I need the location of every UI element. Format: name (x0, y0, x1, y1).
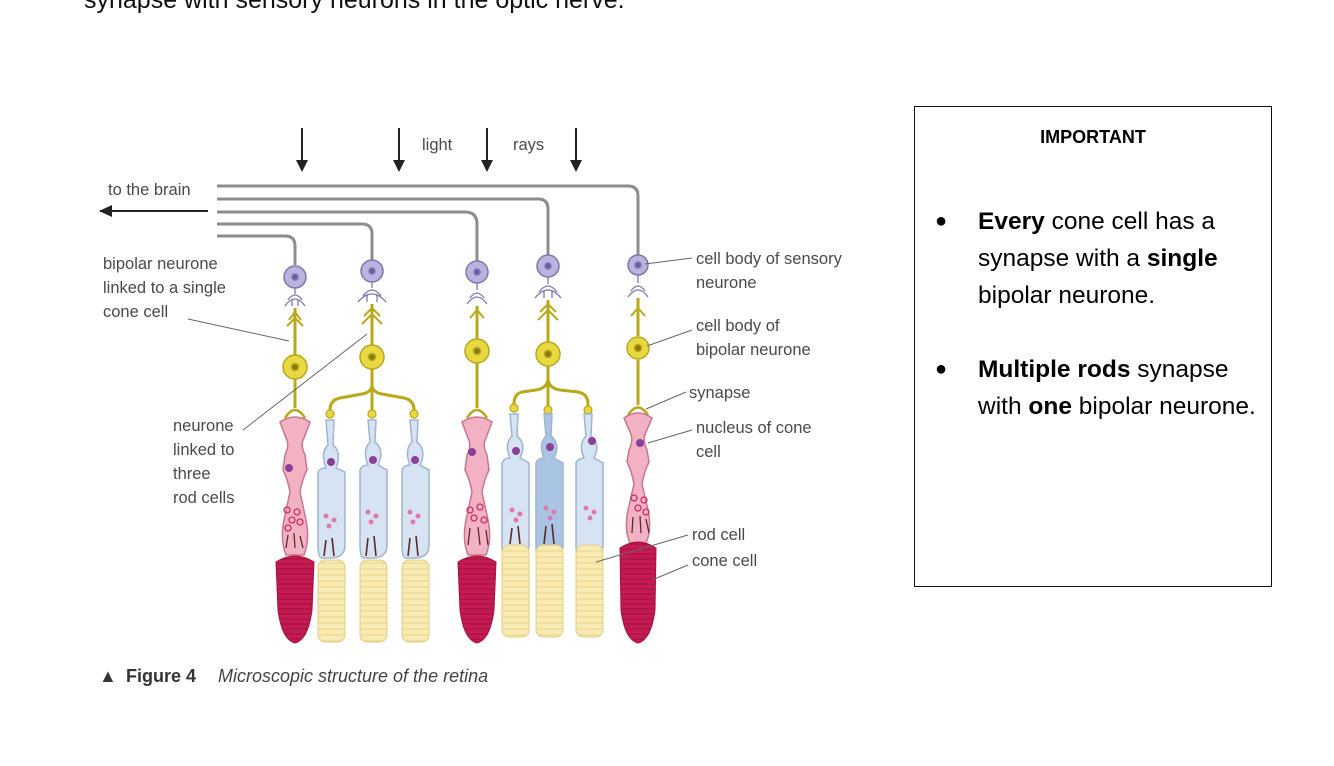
bipolar-terminals (283, 403, 650, 419)
important-list: ● Every cone cell has a synapse with a s… (935, 203, 1265, 462)
label-neurone-three-rods: neurone linked to three rod cells (173, 417, 234, 507)
label-line: cell body of (696, 317, 780, 335)
bullet-bold: Every (978, 208, 1045, 235)
cone-granules (283, 494, 650, 549)
bullet-bold: Multiple rods (978, 356, 1131, 383)
light-ray-arrows (296, 128, 582, 172)
label-bipolar-single-cone: bipolar neurone linked to a single cone … (103, 255, 226, 321)
caption-figure-number: Figure 4 (126, 666, 196, 686)
caption-text: Microscopic structure of the retina (218, 666, 488, 686)
retina-diagram: light rays to the brain (99, 128, 843, 686)
label-line: linked to (173, 441, 234, 459)
bullet-text: Every cone cell has a synapse with a sin… (978, 208, 1218, 309)
bullet-plain: cone cell has a synapse with a (978, 208, 1216, 272)
label-line: neurone (696, 274, 757, 292)
bullet-plain: bipolar neurone. (1071, 393, 1256, 420)
bullet-plain: synapse with (978, 356, 1229, 420)
label-rays: rays (513, 136, 544, 154)
rod-outer-segments (317, 544, 604, 643)
label-line: neurone (173, 417, 234, 435)
bullet-text: Multiple rods synapse with one bipolar n… (978, 356, 1256, 420)
label-line: rod cells (173, 489, 234, 507)
cone-cell-1 (275, 416, 315, 644)
label-sensory-body: cell body of sensory neurone (696, 250, 843, 292)
cone-cell-3 (619, 412, 657, 644)
label-rod-cell: rod cell (692, 526, 745, 544)
optic-nerve-fibres (217, 184, 640, 265)
bipolar-neurones (286, 298, 646, 418)
cone-cells (275, 412, 657, 644)
sensory-dendrites (284, 275, 649, 307)
intro-text-fragment: synapse with sensory neurons in the opti… (84, 0, 625, 14)
important-title: IMPORTANT (1040, 127, 1146, 147)
sensory-neurone-bodies (283, 254, 649, 289)
rod-granules (323, 505, 597, 529)
label-line: bipolar neurone (103, 255, 218, 273)
label-light: light (422, 136, 453, 154)
label-line: linked to a single (103, 279, 226, 297)
label-line: cone cell (103, 303, 168, 321)
label-line: nucleus of cone (696, 419, 812, 437)
figure-caption: ▲ Figure 4 Microscopic structure of the … (99, 666, 488, 686)
label-bipolar-body: cell body of bipolar neurone (696, 317, 811, 359)
important-bullet: ● Multiple rods synapse with one bipolar… (935, 351, 1265, 425)
rod-cilia (323, 523, 555, 557)
bullet-bold: one (1028, 393, 1072, 420)
rod-nuclei (327, 437, 596, 466)
label-line: three (173, 465, 211, 483)
label-nucleus-cone: nucleus of cone cell (696, 419, 812, 461)
label-line: bipolar neurone (696, 341, 811, 359)
rod-group-2 (501, 413, 604, 559)
important-bullet: ● Every cone cell has a synapse with a s… (935, 203, 1265, 314)
bullet-dot: ● (935, 358, 948, 380)
label-synapse: synapse (689, 384, 750, 402)
bullet-plain: bipolar neurone. (978, 282, 1156, 309)
label-line: cell (696, 443, 721, 461)
label-to-the-brain: to the brain (108, 181, 191, 199)
cone-cell-2 (457, 416, 497, 644)
leader-lines (187, 257, 693, 581)
brain-arrow (99, 205, 208, 217)
caption-marker: ▲ (99, 666, 117, 686)
rod-group-1 (317, 419, 430, 559)
important-box: IMPORTANT ● Every cone cell has a synaps… (914, 106, 1272, 587)
bullet-bold: single (1146, 245, 1218, 272)
bipolar-cell-bodies (282, 336, 650, 380)
label-cone-cell: cone cell (692, 552, 757, 570)
label-line: cell body of sensory (696, 250, 843, 268)
rod-cells (317, 413, 604, 643)
bullet-dot: ● (935, 210, 948, 232)
